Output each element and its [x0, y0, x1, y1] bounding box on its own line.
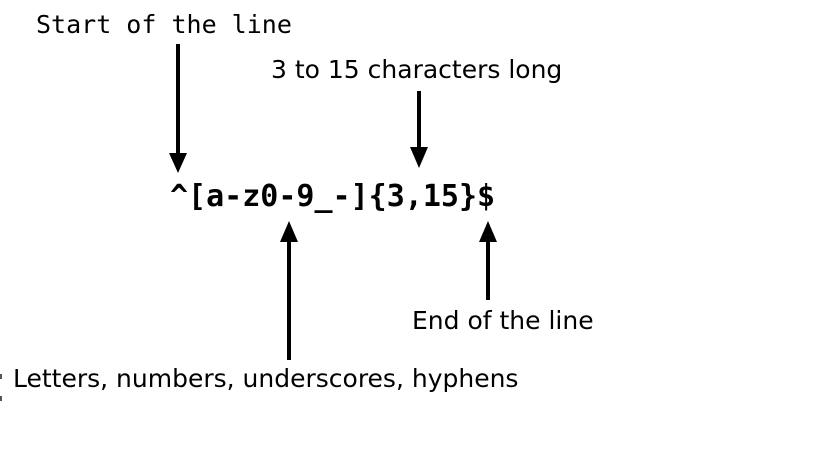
annotation-label-end-of-line: End of the line: [412, 306, 594, 335]
annotation-label-length: 3 to 15 characters long: [271, 55, 563, 84]
arrow-up-charset: [280, 221, 298, 360]
regex-pattern: ^[a-z0-9_-]{3,15}$: [170, 179, 496, 214]
annotation-label-start-of-line: Start of the line: [36, 10, 292, 39]
annotation-label-charset: Letters, numbers, underscores, hyphens: [13, 364, 519, 393]
clipped-text-artifact: [0, 374, 2, 379]
arrow-down-start-of-line: [169, 44, 187, 173]
arrow-up-end-of-line: [479, 221, 497, 300]
arrow-down-length: [410, 91, 428, 168]
clipped-text-artifact: [0, 396, 2, 401]
